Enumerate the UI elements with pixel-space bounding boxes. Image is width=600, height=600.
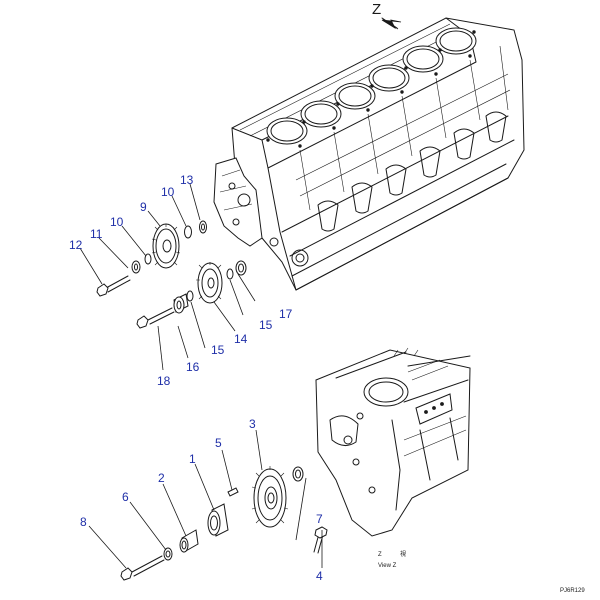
shaft-16 (173, 293, 189, 314)
sleeve-2 (179, 529, 199, 553)
callout-9: 9 (140, 200, 147, 214)
view-note-line1: Z (378, 552, 382, 558)
o-ring-17 (235, 260, 247, 276)
washer-6 (163, 547, 173, 561)
callout-4: 4 (316, 569, 323, 583)
callout-16: 16 (186, 360, 200, 374)
o-ring-block (292, 466, 304, 482)
crankshaft-gear-3 (251, 466, 289, 528)
callout-13: 12 (69, 238, 83, 252)
engine-block-bottom (315, 347, 471, 537)
cylinder-bores (266, 27, 477, 145)
thrust-washer-10b (184, 225, 192, 239)
leader-lines-bottom (88, 429, 323, 569)
washer-11 (131, 260, 141, 274)
callout-18: 18 (157, 374, 171, 388)
o-ring-12 (199, 220, 207, 234)
thrust-washer-10a (144, 253, 152, 265)
idler-gear-14 (196, 262, 223, 304)
thrust-washer-15a (186, 290, 194, 302)
pin-5 (227, 487, 239, 497)
callout-10-right: 10 (161, 185, 175, 199)
callout-5: 5 (215, 436, 222, 450)
callout-8: 8 (80, 515, 87, 529)
callout-10-left: 10 (110, 215, 124, 229)
callout-14: 14 (234, 332, 248, 346)
engine-block-top (213, 17, 525, 291)
callout-15-left: 15 (211, 343, 225, 357)
bolt-4 (313, 526, 328, 554)
bolt-18 (136, 307, 175, 329)
callout-7: 7 (316, 512, 323, 526)
thrust-washer-15b (226, 268, 234, 280)
callout-2: 2 (158, 471, 165, 485)
callout-15-right: 15 (259, 318, 273, 332)
drawing-code: PJ6R129 (560, 588, 585, 594)
view-z-marker: Z (372, 1, 402, 30)
collar-1 (207, 503, 229, 537)
callout-1: 1 (189, 452, 196, 466)
top-exploded-parts: 12 11 10 9 10 13 17 15 14 15 16 18 (69, 173, 293, 388)
callout-6: 6 (122, 490, 129, 504)
bottom-exploded-parts: 8 6 2 1 5 3 7 4 (80, 417, 328, 583)
view-z-label: Z (372, 1, 381, 18)
callout-11: 11 (90, 227, 103, 241)
idler-gear-9 (151, 223, 181, 269)
view-note: Z 視 View Z (378, 550, 406, 569)
callout-17: 17 (279, 307, 293, 321)
bolt-13 (96, 275, 131, 297)
bolt-8 (120, 555, 165, 581)
callout-12: 13 (180, 173, 194, 187)
leader-lines-top (79, 183, 256, 371)
view-note-line2: View Z (378, 563, 397, 569)
view-note-kanji: 視 (400, 550, 406, 558)
callout-3: 3 (249, 417, 256, 431)
